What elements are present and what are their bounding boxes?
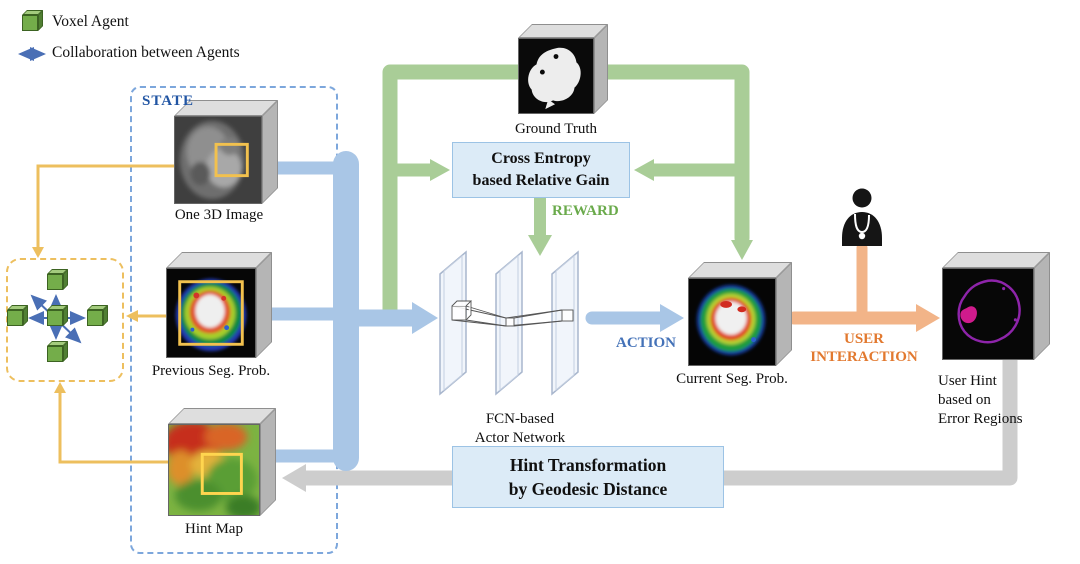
collaboration-legend-label: Collaboration between Agents	[52, 44, 240, 61]
user-interaction-line1: USER	[843, 331, 884, 347]
cube-top-face	[942, 252, 1050, 268]
actor-network-line1: FCN-based	[485, 411, 555, 427]
user-hint-line2: based on	[938, 392, 991, 409]
actor-network-line2: Actor Network	[474, 429, 566, 446]
cube-top-face	[688, 262, 792, 278]
roi-link-lines	[32, 164, 176, 464]
cube-front-face	[47, 310, 63, 326]
cube-side-face	[256, 252, 272, 358]
cube-front-face	[47, 346, 63, 362]
roi-highlight-square	[200, 452, 243, 495]
cube-front-face	[7, 310, 23, 326]
ground-truth-label: Ground Truth	[514, 121, 598, 137]
cross-entropy-line1: Cross Entropy	[491, 150, 591, 168]
current-seg-label: Current Seg. Prob.	[676, 371, 788, 387]
cube-front-face	[168, 424, 260, 516]
reward-label: REWARD	[552, 203, 619, 219]
hint-map-image	[169, 425, 259, 515]
cube-side-face	[594, 24, 608, 114]
voxel-agent-legend-label: Voxel Agent	[52, 13, 129, 30]
doctor-icon	[842, 188, 882, 246]
user-hint-line1: User Hint	[938, 373, 997, 389]
hint-transformation-line1: Hint Transformation	[509, 454, 667, 475]
cube-front-face	[518, 38, 594, 114]
fcn-network-graphic	[439, 250, 579, 396]
previous-seg-label: Previous Seg. Prob.	[151, 363, 271, 379]
one-3d-image-label: One 3D Image	[174, 207, 264, 223]
cube-side-face	[1034, 252, 1050, 360]
cross-entropy-box: Cross Entropy based Relative Gain	[452, 142, 630, 198]
ground-truth-mask-image	[519, 39, 593, 113]
cube-front-face	[87, 310, 103, 326]
cube-front-face	[688, 278, 776, 366]
hint-transformation-line2: by Geodesic Distance	[508, 479, 668, 499]
mri-slice-image	[175, 117, 261, 203]
cube-side-face	[776, 262, 792, 366]
user-hint-label: User Hint based on Error Regions	[938, 372, 1038, 430]
action-label: ACTION	[615, 335, 676, 351]
user-hint-line3: Error Regions	[938, 411, 1023, 428]
state-label: STATE	[142, 93, 194, 109]
cube-side-face	[260, 408, 276, 516]
roi-highlight-square	[214, 142, 249, 178]
cube-top-face	[166, 252, 272, 268]
cube-front-face	[942, 268, 1034, 360]
conv-kernel-glyphs	[451, 300, 574, 327]
cube-side-face	[262, 100, 278, 204]
previous-seg-image	[167, 269, 255, 357]
reward-path-arrows	[382, 64, 753, 324]
hint-map-label: Hint Map	[185, 521, 243, 537]
user-interaction-arrow	[787, 242, 940, 332]
user-interaction-line2: INTERACTION	[810, 349, 918, 365]
collaboration-double-arrow-icon	[18, 47, 46, 61]
cube-front-face	[174, 116, 262, 204]
current-seg-image	[689, 279, 775, 365]
cube-front-face	[22, 15, 38, 31]
user-interaction-label: USER INTERACTION	[798, 330, 930, 366]
hint-transformation-box: Hint Transformation by Geodesic Distance	[452, 446, 724, 508]
cube-top-face	[168, 408, 276, 424]
actor-network-label: FCN-based Actor Network	[450, 410, 590, 448]
cross-entropy-line2: based Relative Gain	[472, 172, 610, 189]
user-hint-image	[943, 269, 1033, 359]
cube-front-face	[166, 268, 256, 358]
cube-front-face	[47, 274, 63, 290]
roi-highlight-square	[178, 280, 244, 346]
